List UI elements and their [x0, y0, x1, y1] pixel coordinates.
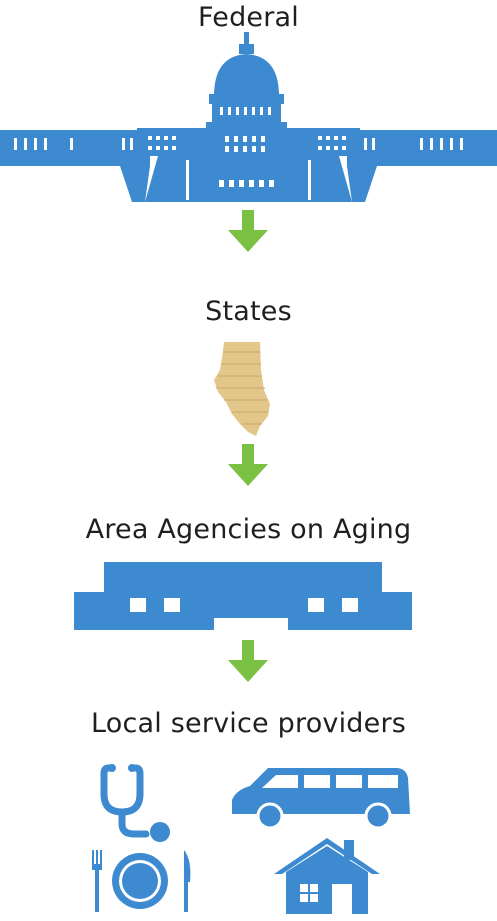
- level-label-local-providers: Local service providers: [90, 708, 407, 739]
- down-arrow-icon: [228, 444, 268, 486]
- down-arrow-icon: [228, 640, 268, 682]
- meal-plate-icon: [92, 850, 191, 912]
- down-arrow-icon: [228, 210, 268, 252]
- level-label-federal: Federal: [198, 2, 299, 33]
- stethoscope-icon: [100, 764, 170, 842]
- illinois-state-map-icon: [214, 342, 270, 436]
- agency-building-icon: [74, 562, 412, 630]
- level-label-area-agencies: Area Agencies on Aging: [85, 514, 412, 545]
- level-label-states: States: [205, 296, 292, 327]
- house-icon: [274, 838, 380, 914]
- van-icon: [232, 768, 410, 830]
- capitol-building-icon: [0, 32, 497, 202]
